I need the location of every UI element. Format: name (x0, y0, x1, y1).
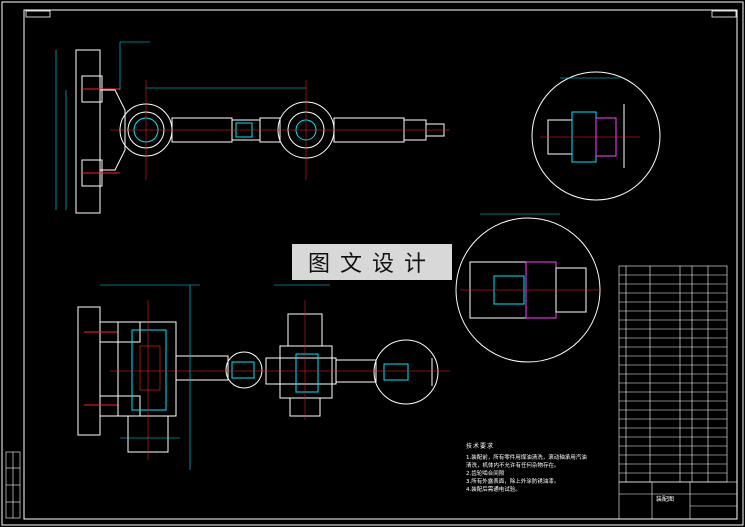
section-view (77, 284, 450, 470)
notes-line: 4.装配后需通电试验。 (466, 487, 521, 493)
technical-requirements: 技术要求 1.装配前，所有零件用煤油清洗，滚动轴承用汽油 清洗，机体内不允许有任… (466, 443, 587, 494)
notes-line: 2.齿轮啮合间隙 (466, 471, 505, 477)
title-block (618, 481, 738, 520)
left-edge-strip (5, 451, 21, 519)
title-block-name: 装配图 (656, 496, 675, 503)
notes-heading: 技术要求 (466, 443, 495, 450)
notes-line: 清洗，机体内不允许有任何杂物存在。 (466, 463, 560, 469)
corner-box (25, 10, 51, 18)
notes-line: 1.装配前，所有零件用煤油清洗，滚动轴承用汽油 (466, 455, 587, 461)
detail-view-top-right (531, 71, 661, 201)
corner-box-right (711, 10, 737, 18)
detail-view-middle-right (455, 213, 601, 363)
watermark: 图文设计 (292, 244, 452, 280)
top-view (55, 41, 450, 214)
parts-list (618, 265, 728, 483)
notes-line: 3.所有外露表面，除上外涂防锈油漆。 (466, 479, 560, 485)
inner-border (23, 9, 738, 520)
